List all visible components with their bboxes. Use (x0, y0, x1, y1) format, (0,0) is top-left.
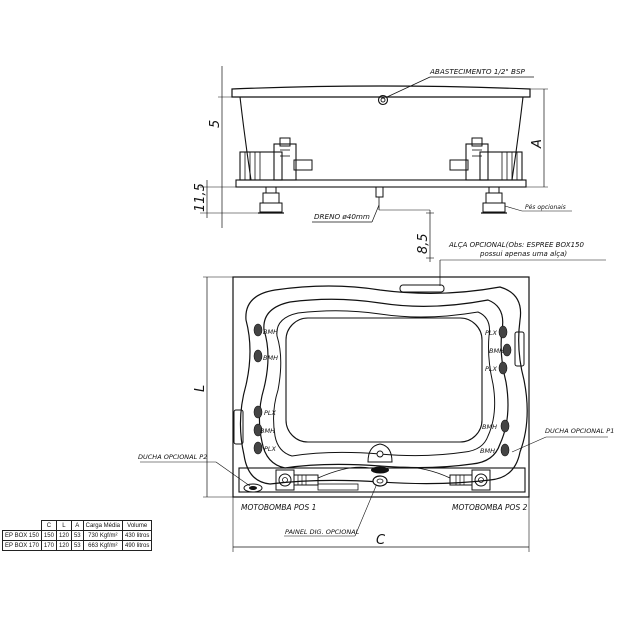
spec-cell: 490 litros (121, 540, 153, 551)
dim-C: C (376, 533, 386, 548)
tub-floor (285, 317, 483, 443)
tub-base (235, 179, 527, 188)
spec-table-header: C L A Carga Média Volume (3, 520, 153, 531)
jet-icon (253, 349, 263, 363)
jet-icon (253, 405, 263, 419)
jet-icon (253, 423, 263, 437)
jet-label-left-3: PLX (264, 409, 277, 417)
pump-left-plan (275, 469, 359, 491)
label-panel: PAINEL DIG. OPCIONAL (285, 528, 360, 536)
jet-icon (502, 343, 512, 357)
spec-cell: 120 (55, 540, 72, 551)
jet-icon (253, 441, 263, 455)
pump-right-plan (449, 469, 491, 491)
jet-label-right-2: BMH (489, 347, 504, 355)
label-feet: Pés opcionais (525, 204, 566, 211)
jet-label-left-2: BMH (263, 354, 278, 362)
label-shower-p1: DUCHA OPCIONAL P1 (545, 427, 614, 435)
pump-right-side (449, 137, 523, 181)
tub-inner-contour-inner (258, 298, 509, 469)
spec-header-cell: C (40, 520, 57, 531)
jet-label-right-1: PLX (485, 329, 498, 337)
jet-icon (500, 443, 510, 457)
foot-right (481, 186, 507, 214)
jet-label-right-3: PLX (485, 365, 498, 373)
supply-fitting (377, 94, 389, 106)
handle-top (399, 284, 445, 293)
drain-assembly (367, 443, 393, 487)
dim-A: A (530, 139, 545, 149)
spec-header-cell: Volume (121, 520, 153, 531)
label-handle-line2: possui apenas uma alça) (479, 250, 567, 258)
spec-cell: EP BOX 150 (2, 530, 42, 541)
spec-header-cell: A (70, 520, 84, 531)
foot-left (258, 186, 284, 214)
jet-icon (498, 325, 508, 339)
label-handle-line1: ALÇA OPCIONAL(Obs: ESPREE BOX150 (448, 241, 584, 249)
pump-left-side (239, 137, 313, 181)
label-pump-pos2: MOTOBOMBA POS 2 (452, 503, 528, 512)
spec-header-cell: L (55, 520, 72, 531)
jet-icon (498, 361, 508, 375)
table-row: EP BOX 150 150 120 53 730 Kgf/m² 430 lit… (2, 530, 153, 541)
drain-pipe (375, 186, 384, 210)
label-shower-p2: DUCHA OPCIONAL P2 (138, 453, 207, 461)
tub-basin-contour (273, 310, 496, 457)
table-row: EP BOX 170 170 120 53 663 Kgf/m² 490 lit… (2, 540, 153, 551)
jet-label-right-5: BMH (480, 447, 495, 455)
jet-icon (500, 419, 510, 433)
spec-cell: 170 (40, 540, 57, 551)
label-supply: ABASTECIMENTO 1/2" BSP (429, 67, 526, 76)
spec-cell: 53 (70, 530, 84, 541)
label-drain: DRENO ø40mm (314, 212, 370, 221)
jet-label-left-4: BMH (260, 427, 275, 435)
tub-outline (232, 276, 530, 498)
overflow-icon (371, 466, 389, 474)
jets-left (253, 323, 263, 455)
jet-icon (253, 323, 263, 337)
dim-11-5: 11,5 (193, 183, 208, 212)
spec-cell: 730 Kgf/m² (82, 530, 124, 541)
dim-8-5: 8,5 (416, 233, 431, 254)
spec-cell: 150 (40, 530, 57, 541)
dim-5: 5 (208, 120, 223, 128)
tub-rim (231, 85, 531, 98)
handle-left (233, 409, 244, 445)
shower-p2-icon (243, 483, 263, 493)
jet-label-left-5: PLX (264, 445, 277, 453)
spec-cell: 120 (55, 530, 72, 541)
spec-header-cell: Carga Média (82, 520, 124, 531)
dim-L: L (193, 385, 208, 392)
spec-cell: 430 litros (121, 530, 153, 541)
handle-right (514, 331, 525, 367)
jet-label-left-1: BMH (263, 328, 278, 336)
jets-right (498, 325, 512, 457)
plan-view: BMH BMH PLX BMH PLX PLX BMH PLX BMH BMH (138, 241, 614, 552)
side-view: ABASTECIMENTO 1/2" BSP DRENO ø40mm Pés o… (193, 66, 572, 262)
spec-table: C L A Carga Média Volume EP BOX 150 150 … (2, 520, 153, 551)
spec-cell: 663 Kgf/m² (82, 540, 124, 551)
jet-label-right-4: BMH (482, 423, 497, 431)
label-pump-pos1: MOTOBOMBA POS 1 (241, 503, 316, 512)
spec-cell: EP BOX 170 (2, 540, 42, 551)
spec-cell: 53 (70, 540, 84, 551)
spec-header-cell (3, 521, 42, 531)
